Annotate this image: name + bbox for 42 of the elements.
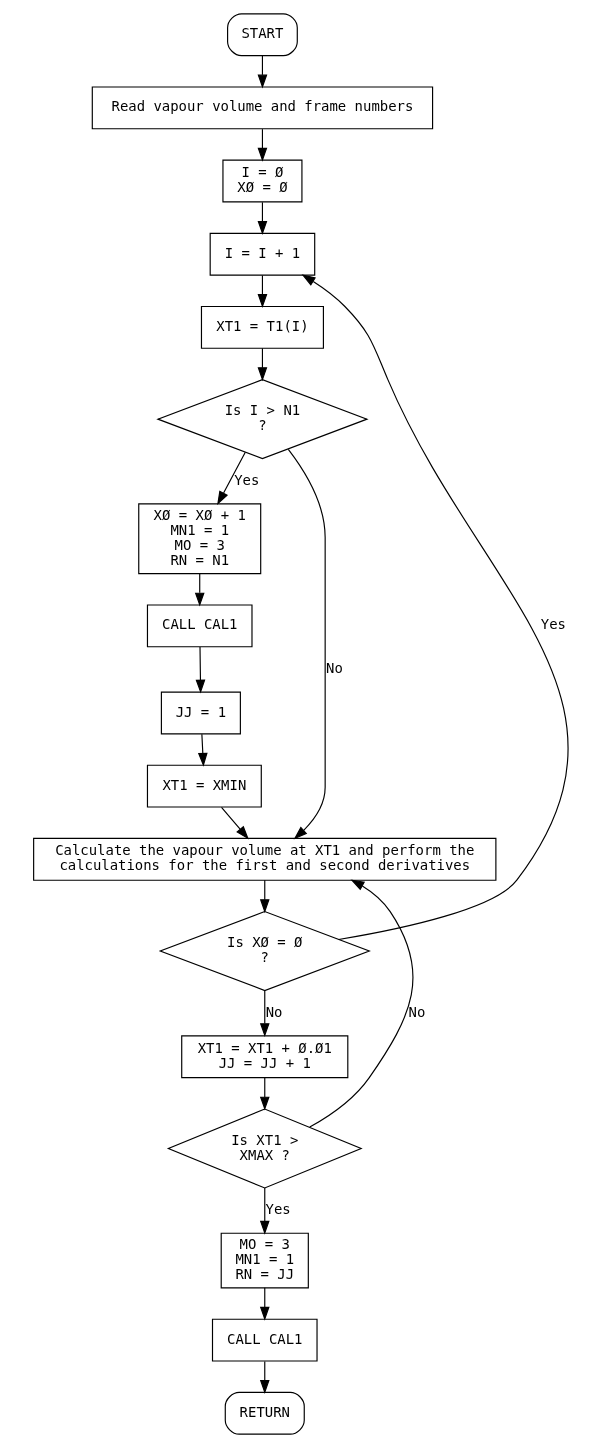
arrow — [220, 806, 249, 840]
node-box: JJ = 1 — [160, 691, 241, 735]
arrow — [197, 733, 208, 767]
arrow — [259, 1287, 270, 1321]
node-box: CALL CAL1 — [211, 1318, 318, 1362]
node-box: I = Ø XØ = Ø — [221, 159, 302, 203]
edge-label: Yes — [233, 471, 259, 488]
node-diamond: Is XT1 > XMAX ? — [166, 1108, 363, 1189]
arrow — [257, 55, 267, 89]
arrow — [301, 274, 569, 941]
arrow — [195, 646, 205, 694]
node-box: START — [226, 13, 298, 57]
node-box: Calculate the vapour volume at XT1 and perform the calculations for the first and second derivatives — [32, 837, 496, 881]
node-diamond: Is I > N1 ? — [155, 379, 369, 460]
node-diamond: Is XØ = Ø ? — [158, 910, 371, 992]
arrow — [194, 573, 205, 607]
node-box: MO = 3 MN1 = 1 RN = JJ — [220, 1232, 309, 1289]
arrow — [257, 274, 267, 309]
arrow — [257, 201, 267, 235]
node-box: XT1 = T1(I) — [200, 305, 324, 349]
arrow — [259, 1360, 270, 1394]
arrow — [259, 879, 270, 914]
node-box: XØ = XØ + 1 MN1 = 1 MO = 3 RN = N1 — [137, 503, 261, 575]
arrow — [259, 990, 270, 1038]
arrow — [257, 128, 267, 162]
node-box: Read vapour volume and frame numbers — [91, 86, 433, 130]
arrow — [287, 448, 326, 840]
node-box: XT1 = XMIN — [146, 764, 262, 808]
arrow — [216, 451, 246, 506]
node-box: I = I + 1 — [209, 232, 315, 276]
node-box: XT1 = XT1 + Ø.Ø1 JJ = JJ + 1 — [180, 1035, 348, 1079]
edge-label: No — [408, 1003, 425, 1020]
arrow — [308, 879, 413, 1128]
node-box: RETURN — [224, 1391, 305, 1435]
edge-label: Yes — [540, 616, 566, 633]
edge-label: Yes — [265, 1201, 291, 1218]
arrow — [259, 1077, 270, 1111]
arrow — [257, 347, 267, 382]
edge-label: No — [325, 660, 343, 677]
arrow — [259, 1187, 270, 1235]
node-box: CALL CAL1 — [146, 604, 253, 648]
edge-label: No — [265, 1003, 282, 1020]
